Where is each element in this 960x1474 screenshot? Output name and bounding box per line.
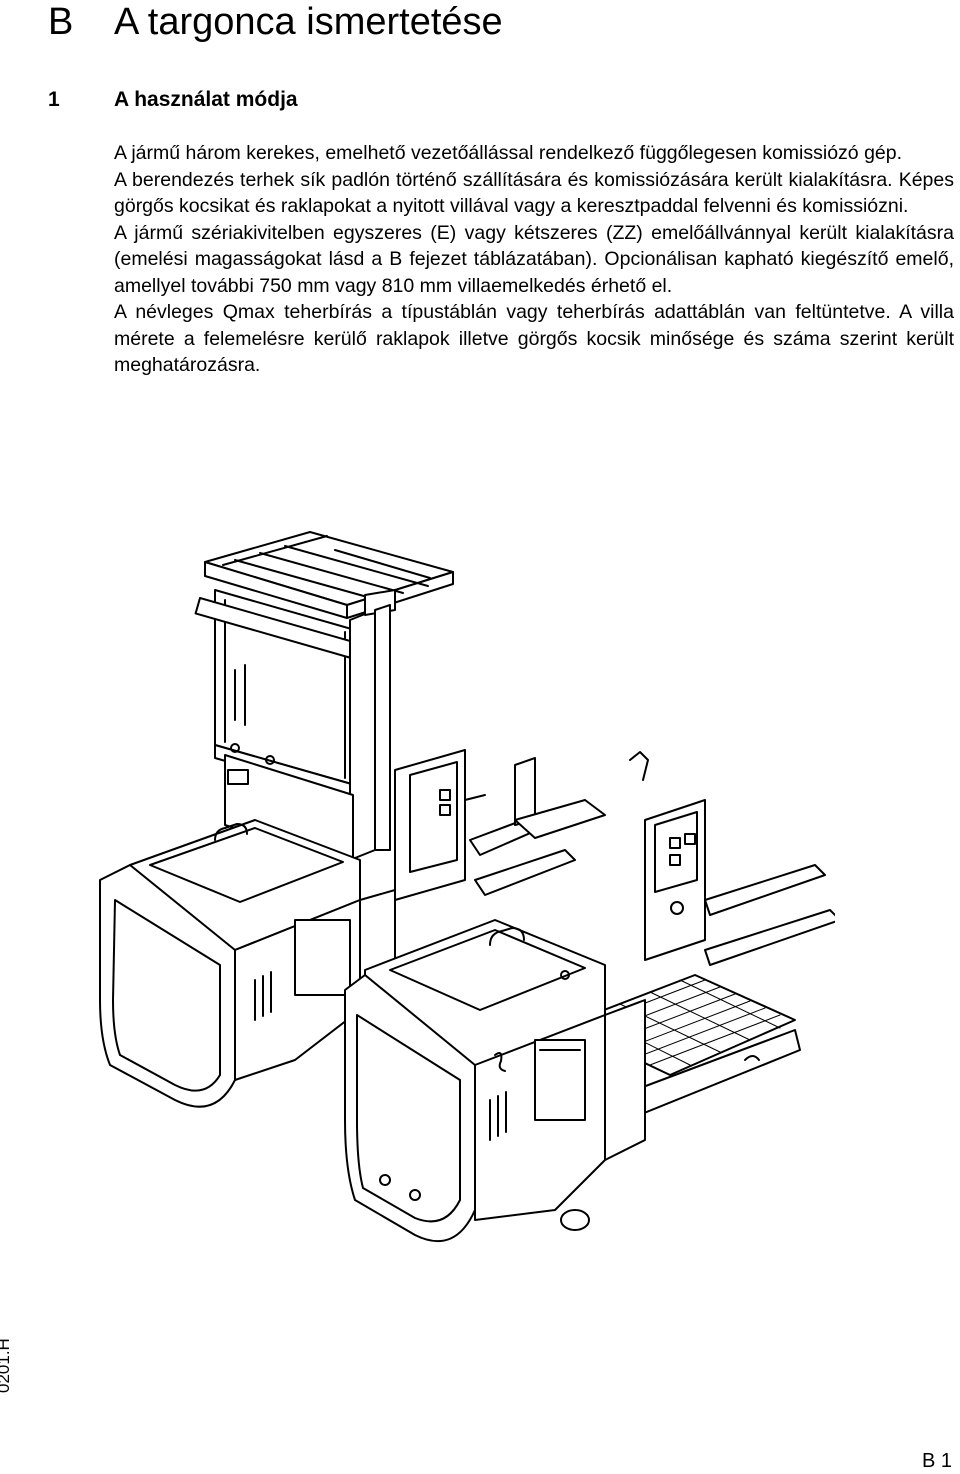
section-number: 1 bbox=[48, 88, 60, 111]
chapter-heading: B A targonca ismertetése bbox=[48, 0, 503, 44]
paragraph: A jármű három kerekes, emelhető vezetőál… bbox=[114, 142, 903, 164]
paragraph: A berendezés terhek sík padlón történő s… bbox=[114, 168, 954, 218]
order-picker-truck-illustration bbox=[99, 531, 835, 1243]
paragraph: A jármű szériakivitelben egyszeres (E) v… bbox=[114, 221, 954, 297]
chapter-title: A targonca ismertetése bbox=[114, 1, 503, 43]
page-number: B 1 bbox=[921, 1450, 952, 1472]
front-truck bbox=[344, 751, 835, 1243]
body-text: A jármű három kerekes, emelhető vezetőál… bbox=[114, 140, 954, 379]
rear-truck bbox=[99, 531, 576, 1108]
paragraph: A névleges Qmax teherbírás a típustáblán… bbox=[114, 301, 954, 376]
section-title: A használat módja bbox=[114, 88, 298, 111]
chapter-letter: B bbox=[48, 1, 74, 43]
document-code: 0201.H bbox=[0, 1338, 13, 1393]
section-heading: 1 A használat módja bbox=[48, 86, 298, 114]
